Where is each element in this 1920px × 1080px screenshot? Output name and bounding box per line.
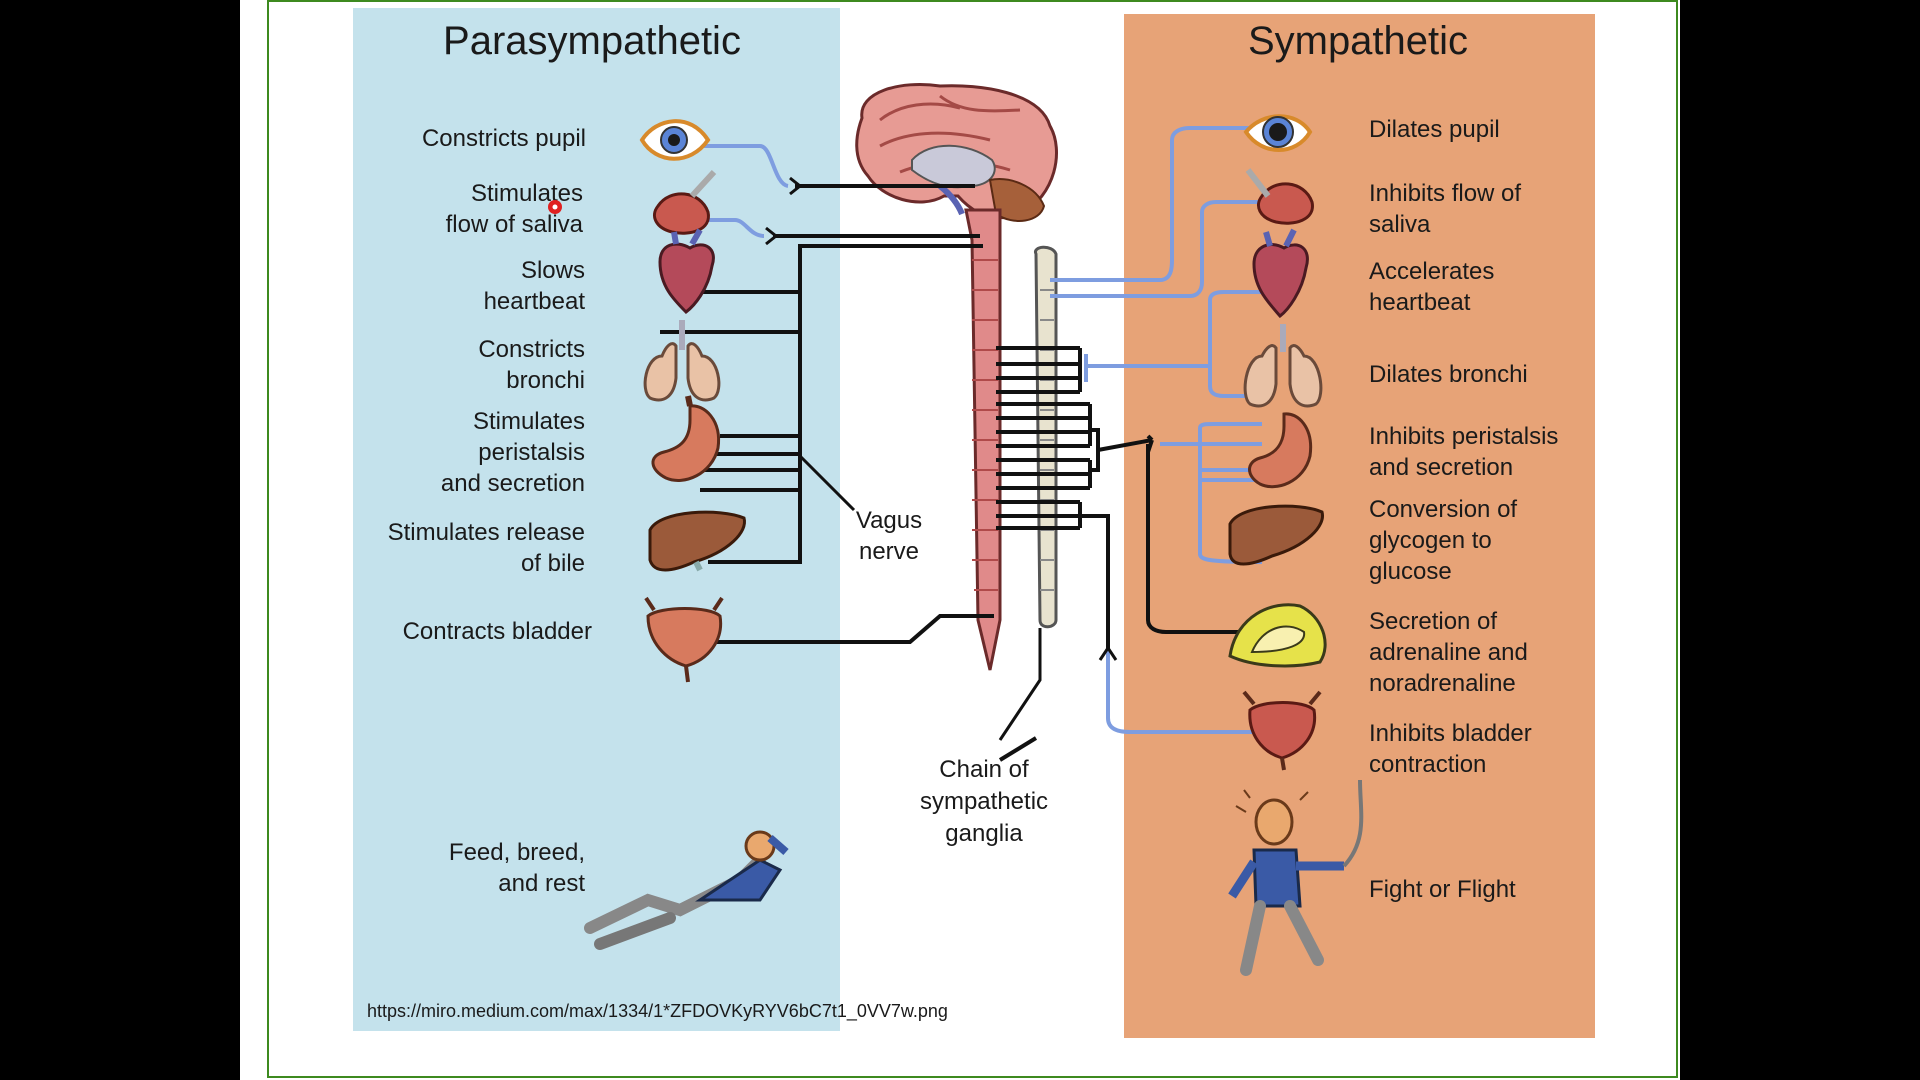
spinal-cord — [964, 208, 1002, 671]
symp-label-bronchi: Dilates bronchi — [1369, 361, 1528, 388]
parasympathetic-title: Parasympathetic — [443, 19, 741, 63]
parasympathetic-salivary-gland — [653, 169, 717, 235]
sympathetic-heart — [1252, 228, 1309, 319]
sympathetic-lungs — [1243, 324, 1323, 408]
sympathetic-eye — [1243, 114, 1313, 152]
parasympathetic-stomach — [651, 395, 721, 482]
para-label-pupil: Constricts pupil — [422, 125, 586, 152]
parasympathetic-eye — [639, 119, 711, 161]
parasympathetic-lungs — [643, 320, 721, 402]
parasympathetic-bladder — [644, 596, 724, 683]
sympathetic-title: Sympathetic — [1248, 19, 1468, 63]
parasympathetic-heart — [658, 228, 715, 314]
symp-label-pupil: Dilates pupil — [1369, 116, 1500, 143]
resting-person — [584, 830, 789, 950]
pointer-dot — [548, 200, 562, 214]
sympathetic-panel — [1124, 14, 1595, 1038]
parasympathetic-liver — [648, 510, 746, 572]
source-url[interactable]: https://miro.medium.com/max/1334/1*ZFDOV… — [367, 1001, 948, 1022]
para-label-bladder: Contracts bladder — [403, 618, 592, 645]
sympathetic-salivary-gland — [1245, 168, 1314, 225]
symp-label-state: Fight or Flight — [1369, 876, 1516, 903]
ganglia-connections — [996, 346, 1154, 650]
sympathetic-bladder — [1242, 690, 1322, 771]
brain — [855, 82, 1058, 222]
slide-border — [267, 0, 1678, 1078]
sympathetic-liver — [1228, 504, 1324, 566]
sympathetic-adrenal-gland — [1228, 603, 1327, 668]
sympathetic-stomach — [1248, 412, 1313, 489]
sympathetic-ganglia-chain — [1034, 245, 1058, 629]
para-label-state: Feed, breed,and rest — [449, 839, 585, 897]
fleeing-person — [1228, 779, 1364, 976]
sympathetic-nerves — [1050, 126, 1263, 734]
parasympathetic-nerves — [660, 144, 1042, 762]
